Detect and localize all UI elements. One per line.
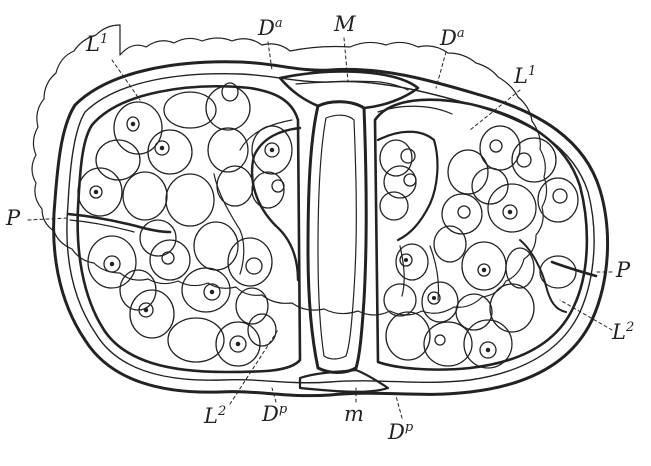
label-l2-right: L2 xyxy=(612,322,634,343)
top-bridge xyxy=(280,71,418,108)
left-lobe xyxy=(78,86,300,372)
label-p-left: P xyxy=(6,208,20,229)
label-l1-top-right: L1 xyxy=(514,66,536,87)
label-l2-bottom: L2 xyxy=(204,406,226,427)
median-column-outer xyxy=(308,102,366,373)
left-septum xyxy=(68,214,170,232)
label-m-top: M xyxy=(334,14,356,35)
median-column-inner xyxy=(318,115,356,359)
label-m-bottom: m xyxy=(344,404,364,425)
label-p-right: P xyxy=(616,260,630,281)
label-da-right: Da xyxy=(440,28,465,49)
label-da-left: Da xyxy=(258,18,283,39)
label-dp-right: Dp xyxy=(388,422,413,443)
left-lobe-cells xyxy=(78,83,292,366)
label-dp-left: Dp xyxy=(262,404,287,425)
right-lobe-cells xyxy=(380,126,578,368)
label-l1-top-left: L1 xyxy=(86,34,108,55)
